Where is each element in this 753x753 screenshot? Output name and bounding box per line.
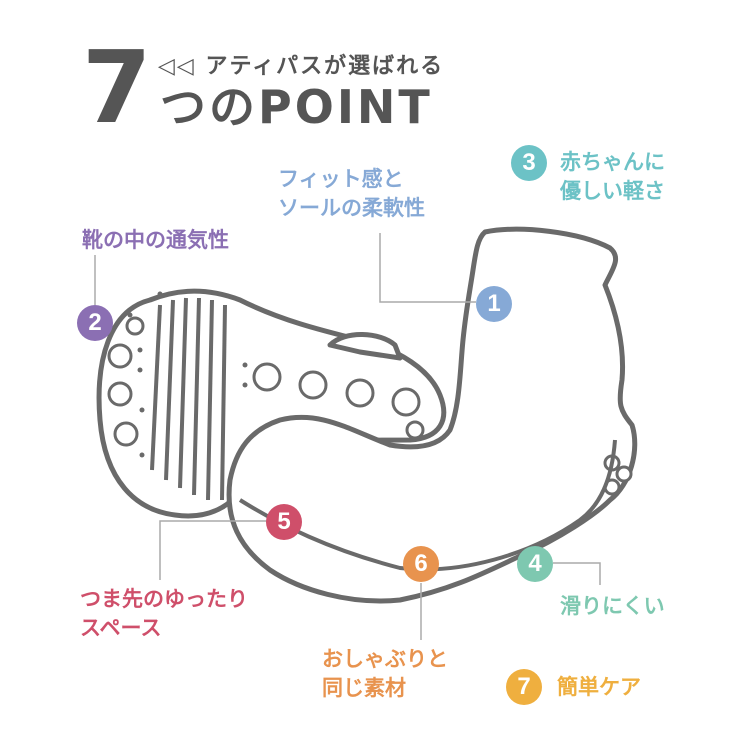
point-badge-5: 5 (266, 504, 302, 540)
point-badge-2: 2 (77, 305, 113, 341)
point-badge-4: 4 (517, 546, 553, 582)
back-shoe-heel (327, 332, 403, 361)
sole-dot (345, 378, 375, 408)
leader-line-5 (159, 520, 267, 580)
tread-line (178, 297, 188, 489)
heel-dot (615, 465, 633, 483)
point-label-7: 簡単ケア (557, 673, 641, 702)
point-label-3-line-1: 赤ちゃんに (560, 150, 665, 174)
point-badge-3: 3 (511, 145, 547, 181)
sole-dot (113, 421, 139, 447)
point-label-5: つま先のゆったり スペース (80, 585, 248, 643)
point-label-6-line-2: 同じ素材 (322, 676, 406, 700)
sole-dot (125, 316, 145, 336)
heading-subtitle: ◁◁ アティパスが選ばれる (158, 54, 445, 79)
front-shoe-body (226, 226, 638, 604)
point-label-6: おしゃぶりと 同じ素材 (322, 645, 448, 703)
point-label-3-line-2: 優しい軽さ (560, 179, 665, 203)
point-label-5-line-2: スペース (80, 616, 162, 640)
point-badge-1: 1 (476, 286, 512, 322)
heading-title: つのPOINT (160, 80, 433, 134)
toe-inner-curve (238, 439, 617, 572)
point-label-4: 滑りにくい (560, 592, 665, 621)
point-label-1-line-2: ソールの柔軟性 (278, 196, 425, 220)
point-badge-7: 7 (506, 669, 542, 705)
point-label-1: フィット感と ソールの柔軟性 (278, 165, 425, 223)
heading-number: 7 (82, 29, 152, 146)
point-badge-6: 6 (403, 546, 439, 582)
tread-line (164, 299, 175, 481)
point-label-6-line-1: おしゃぶりと (322, 647, 448, 671)
point-label-7-line-1: 簡単ケア (557, 675, 641, 699)
sole-dot (298, 370, 328, 400)
tread-line (220, 304, 227, 501)
leader-line-4 (553, 562, 601, 585)
sole-dot (107, 343, 133, 369)
point-label-2-line-1: 靴の中の通気性 (82, 228, 229, 252)
point-label-5-line-1: つま先のゆったり (80, 587, 248, 611)
point-label-2: 靴の中の通気性 (82, 226, 229, 255)
tread-line (192, 297, 201, 496)
sole-dot (405, 420, 425, 440)
point-label-1-line-1: フィット感と (278, 167, 404, 191)
sole-dot (391, 387, 421, 417)
tread-line (206, 299, 214, 501)
point-label-4-line-1: 滑りにくい (560, 594, 665, 618)
sole-dot (252, 362, 282, 392)
point-label-3: 赤ちゃんに 優しい軽さ (560, 148, 665, 206)
sole-dot (107, 381, 133, 407)
tread-line (150, 304, 162, 471)
leader-line-1 (379, 233, 476, 303)
